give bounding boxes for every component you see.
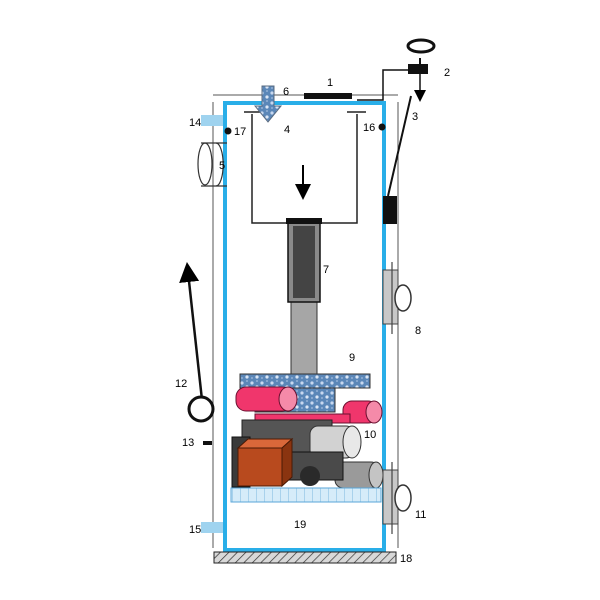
label-4: 4	[284, 124, 290, 136]
feed-tube-lower	[290, 299, 318, 376]
grate	[230, 487, 382, 503]
label-11: 11	[415, 509, 426, 521]
label-12: 12	[175, 378, 187, 390]
label-17: 17	[234, 126, 246, 138]
fuel-load	[231, 386, 384, 489]
label-13: 13	[182, 437, 194, 449]
inner-casing	[223, 101, 386, 552]
sight-glass	[197, 142, 227, 187]
valve-handle-icon	[406, 38, 436, 54]
label-18: 18	[400, 553, 412, 565]
label-10: 10	[364, 429, 376, 441]
feed-tube-cap	[286, 218, 322, 224]
label-6: 6	[283, 86, 289, 98]
inlet-arrow-icon	[253, 85, 283, 123]
label-2: 2	[444, 67, 450, 79]
label-8: 8	[415, 325, 421, 337]
label-3: 3	[412, 111, 418, 123]
lower-door[interactable]	[382, 462, 412, 534]
inlet-pipe	[357, 58, 428, 102]
lower-door-handle-icon[interactable]	[394, 484, 412, 512]
label-9: 9	[349, 352, 355, 364]
label-7: 7	[323, 264, 329, 276]
label-5: 5	[219, 160, 225, 172]
distributor-plate	[239, 373, 371, 389]
label-16: 16	[363, 122, 375, 134]
lower-port	[201, 522, 223, 533]
upper-door-handle-icon[interactable]	[394, 284, 412, 312]
top-lid	[304, 93, 352, 99]
control-box	[383, 196, 397, 224]
sensor-dot-16	[378, 123, 386, 131]
lever-knob-icon[interactable]	[187, 395, 215, 423]
hopper	[251, 114, 358, 224]
upper-port	[201, 115, 223, 126]
label-14: 14	[189, 117, 201, 129]
sensor-dot-17	[224, 127, 232, 135]
label-15: 15	[189, 524, 201, 536]
lever-arm	[179, 262, 204, 401]
upper-door[interactable]	[382, 262, 412, 334]
feed-tube-core	[293, 226, 315, 298]
label-1: 1	[327, 77, 333, 89]
control-wire	[387, 95, 412, 197]
label-19: 19	[294, 519, 306, 531]
small-indicator	[203, 441, 212, 445]
base-plate	[213, 551, 397, 564]
